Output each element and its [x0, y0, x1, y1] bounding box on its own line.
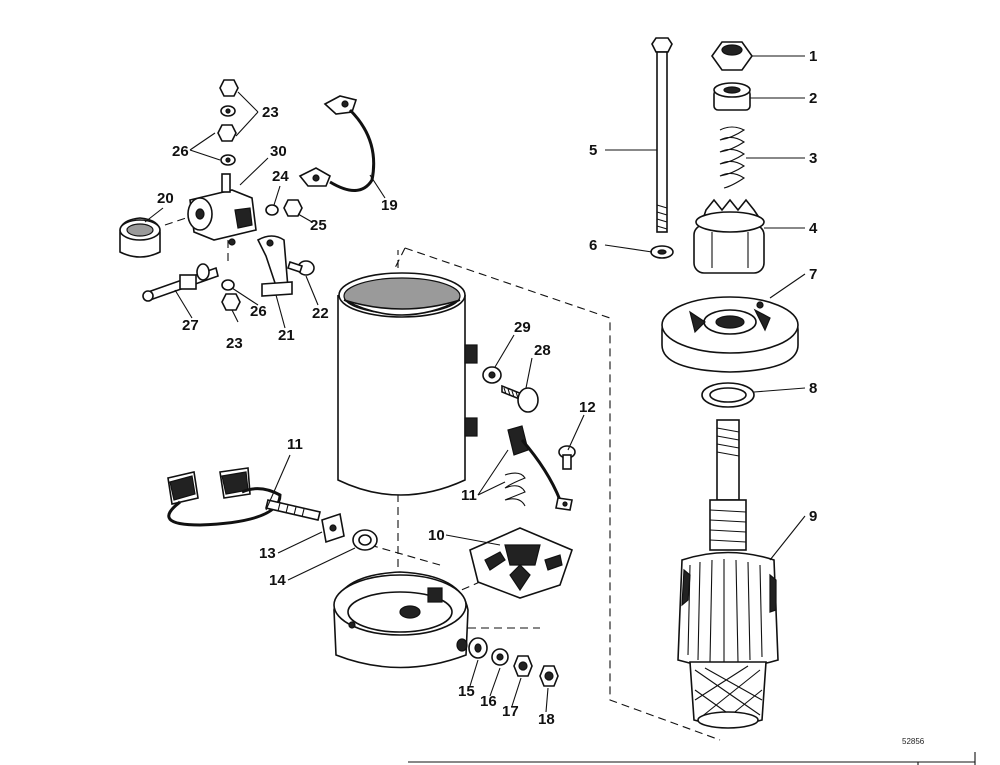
drawing-code: 52856	[902, 737, 925, 746]
title-block-edge	[408, 752, 976, 765]
upper-nuts-part	[217, 79, 239, 166]
callout-11-left: 11	[287, 436, 303, 453]
callout-9: 9	[809, 508, 817, 525]
callout-23-bottom: 23	[226, 335, 243, 352]
callout-13: 13	[259, 545, 276, 562]
field-frame-part	[337, 272, 478, 496]
boot-part	[119, 217, 161, 258]
callout-22: 22	[312, 305, 329, 322]
brush-spring-part	[504, 425, 573, 511]
thrust-washer-part	[701, 382, 755, 408]
callout-7: 7	[809, 266, 817, 283]
callout-4: 4	[809, 220, 818, 237]
drive-end-frame-part	[661, 296, 799, 373]
strap-bracket-part	[256, 235, 293, 297]
callout-14: 14	[269, 572, 286, 589]
callout-2: 2	[809, 90, 817, 107]
nut-washer-stack-part	[468, 637, 559, 687]
through-bolt-part	[651, 37, 673, 233]
callout-11-right: 11	[461, 487, 477, 504]
callout-6: 6	[589, 237, 597, 254]
stud-part	[142, 263, 219, 302]
callout-25: 25	[310, 217, 327, 234]
callout-labels: 1 2 3 4 5 6 7 8 9 10 11 11 12 13 14 15 1…	[157, 48, 818, 728]
callout-17: 17	[502, 703, 519, 720]
drive-pinion-part	[693, 198, 765, 274]
lockwasher-part	[650, 245, 674, 259]
washer-part	[482, 366, 502, 384]
callout-8: 8	[809, 380, 817, 397]
solenoid-part	[187, 173, 257, 246]
brush-screw-part	[558, 445, 576, 470]
callout-30: 30	[270, 143, 287, 160]
brush-holder-part	[469, 527, 573, 599]
callout-29: 29	[514, 319, 531, 336]
insulator-washer-part	[352, 529, 378, 551]
callout-19: 19	[381, 197, 398, 214]
leader-lines	[144, 55, 806, 713]
cable-lead-part	[298, 95, 376, 192]
callout-16: 16	[480, 693, 497, 710]
callout-5: 5	[589, 142, 597, 159]
callout-1: 1	[809, 48, 817, 65]
small-nut-washer-part	[265, 199, 303, 217]
callout-26-top: 26	[172, 143, 189, 160]
callout-18: 18	[538, 711, 555, 728]
commutator-end-cap-part	[333, 571, 469, 669]
callout-24: 24	[272, 168, 289, 185]
callout-26-bottom: 26	[250, 303, 267, 320]
brush-set-part	[167, 467, 321, 527]
spacer-part	[713, 82, 751, 111]
armature-part	[677, 419, 779, 729]
lower-nut-washer-part	[221, 279, 241, 311]
callout-20: 20	[157, 190, 174, 207]
screw-part	[501, 384, 539, 413]
callout-3: 3	[809, 150, 817, 167]
callout-10: 10	[428, 527, 445, 544]
callout-28: 28	[534, 342, 551, 359]
callout-27: 27	[182, 317, 199, 334]
nut-part	[711, 41, 753, 71]
terminal-part	[321, 512, 345, 544]
callout-15: 15	[458, 683, 475, 700]
callout-23-top: 23	[262, 104, 279, 121]
callout-21: 21	[278, 327, 295, 344]
spring-part	[719, 126, 746, 189]
bracket-screw-part	[286, 260, 315, 276]
callout-12: 12	[579, 399, 596, 416]
